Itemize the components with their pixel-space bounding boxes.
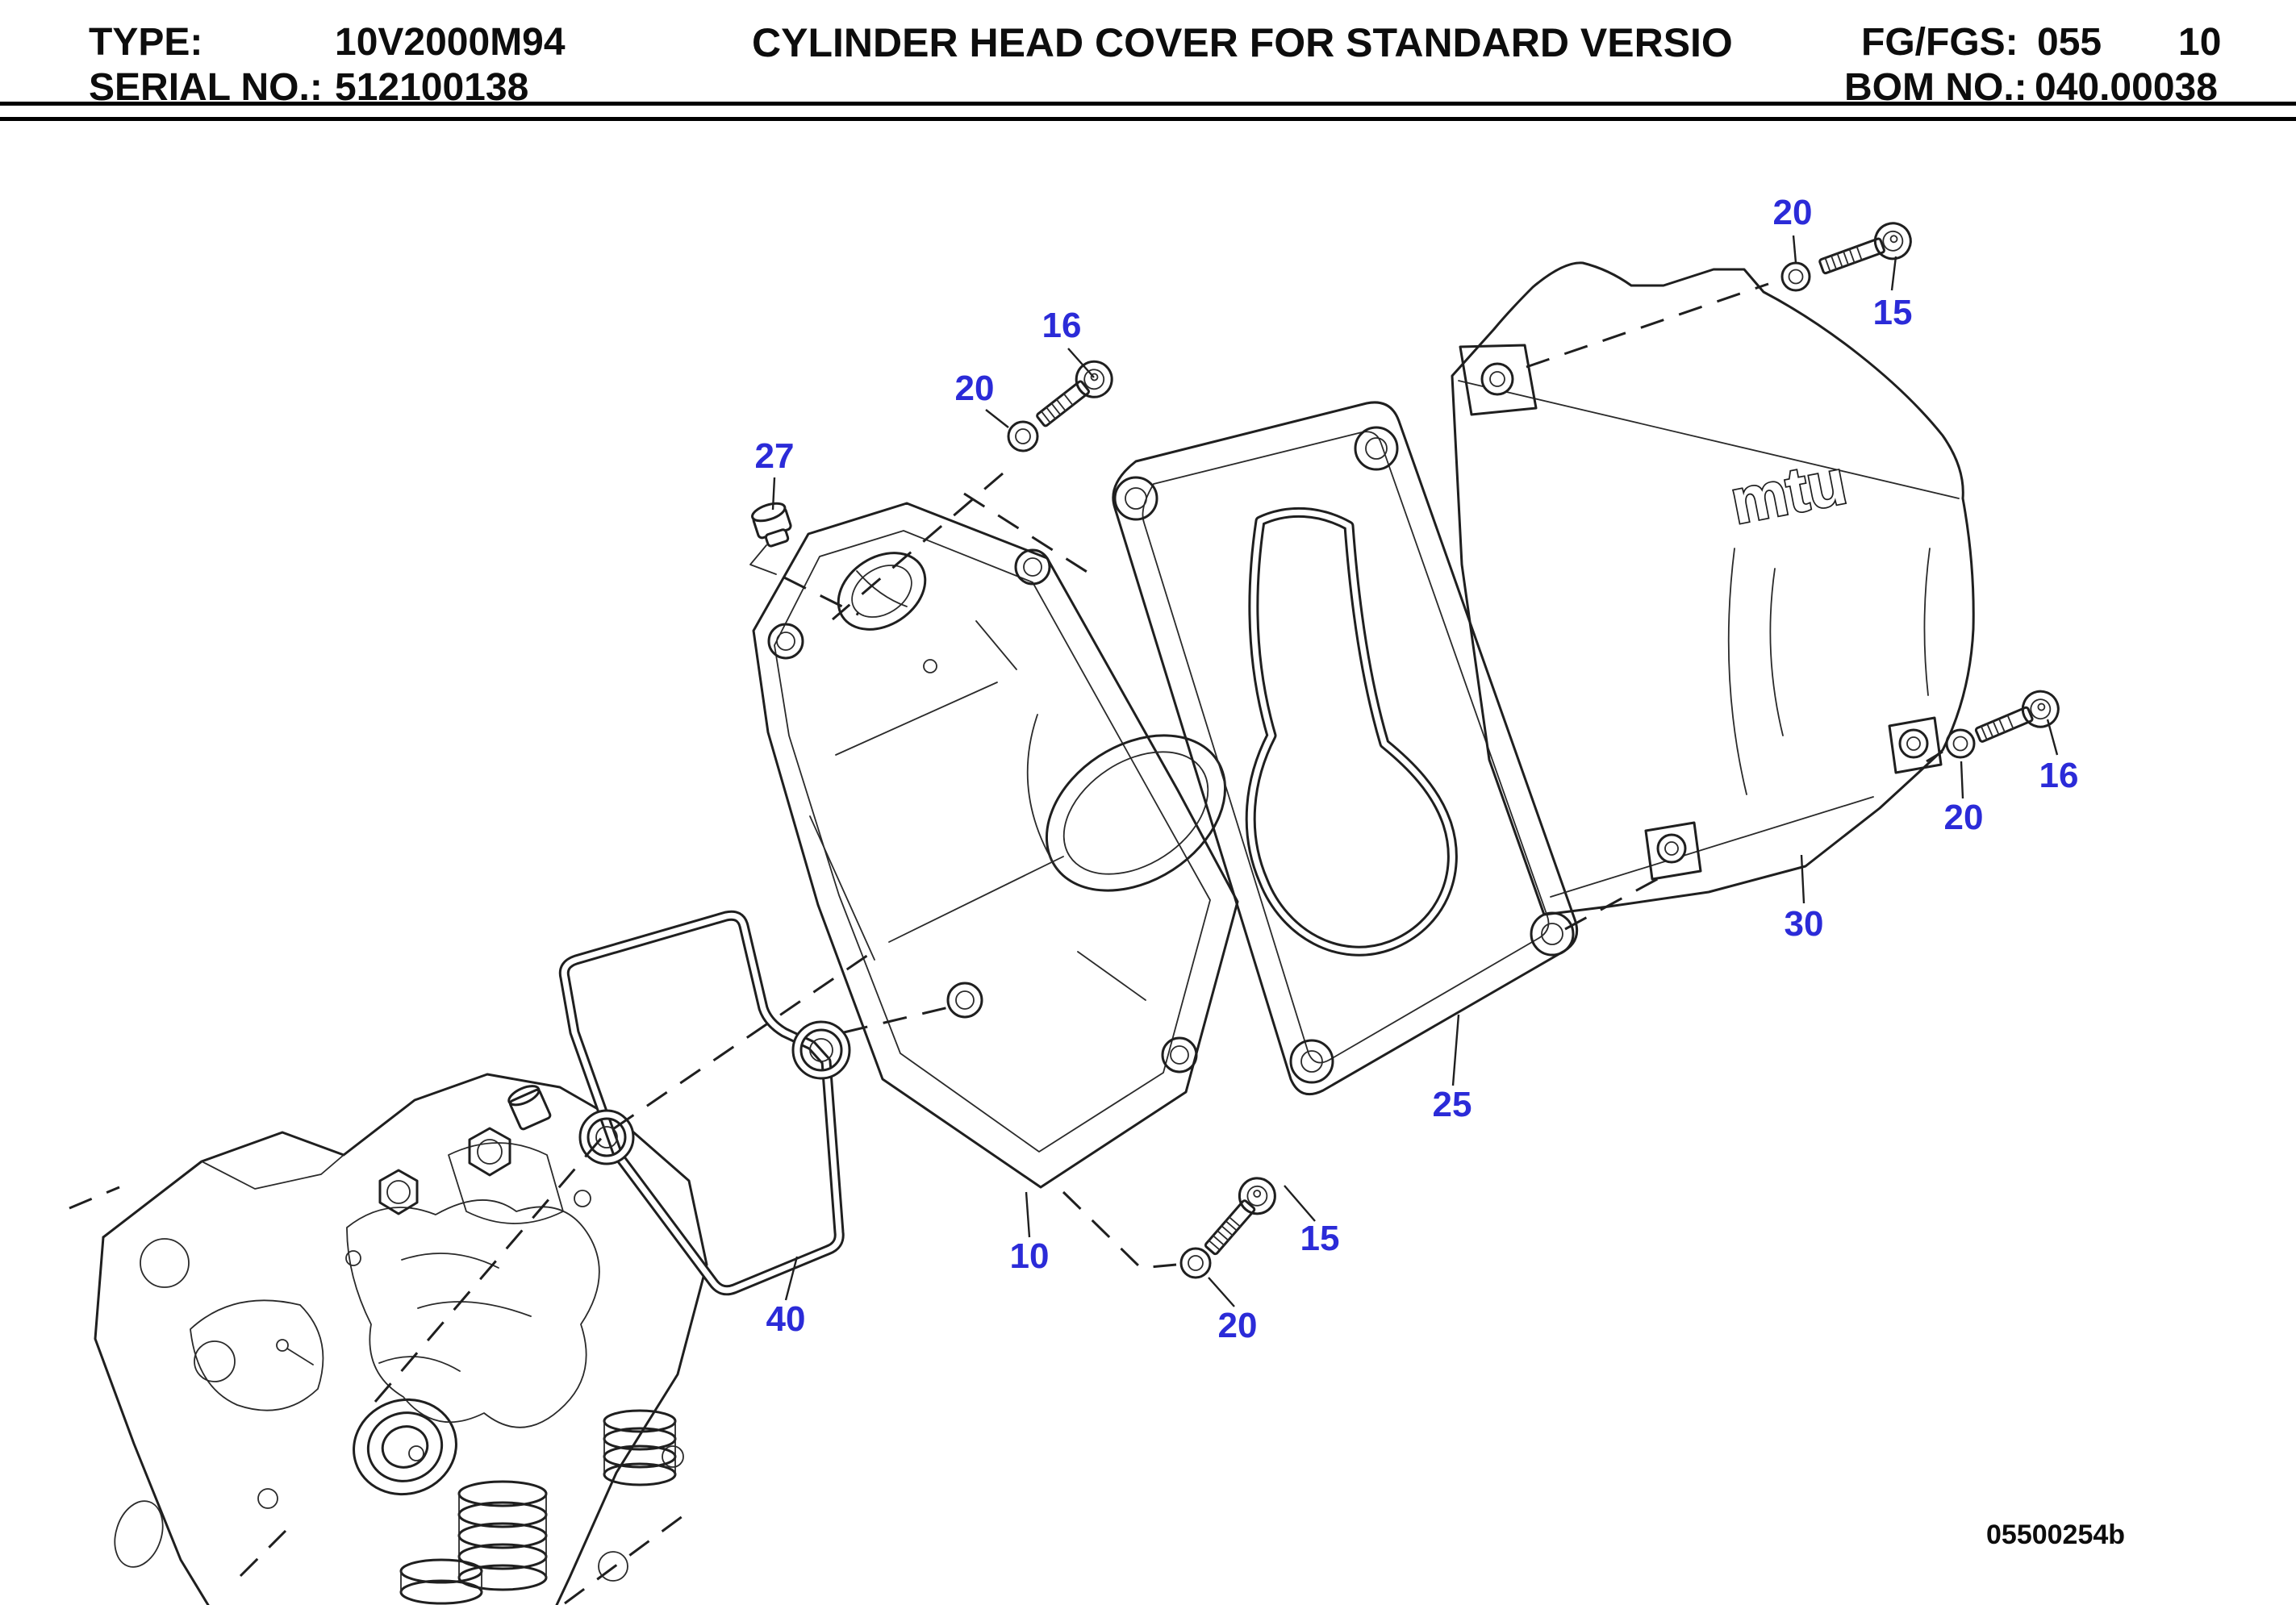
gasket-25-art [1112, 401, 1579, 1096]
fg-fgs-value2: 10 [2178, 21, 2222, 64]
callout-27: 27 [754, 436, 795, 476]
mtu-logo: mtu [1725, 446, 1851, 538]
type-label: TYPE: [89, 21, 203, 64]
outer-cover-30-art: mtu [1451, 261, 1975, 916]
cylinder-head-art [69, 1073, 708, 1605]
callout-20-top: 20 [954, 369, 995, 408]
callout-leader-lines [771, 235, 2059, 1307]
callout-25: 25 [1432, 1085, 1472, 1124]
callout-20-topright: 20 [1772, 193, 1813, 232]
callout-15-topright: 15 [1872, 293, 1913, 332]
head-cover-10-art [752, 502, 1239, 1189]
page-title: CYLINDER HEAD COVER FOR STANDARD VERSIO [752, 20, 1733, 65]
fg-fgs-value: 055 [2037, 21, 2102, 64]
assembly-axis-lines [374, 282, 1943, 1403]
callout-20-mid: 20 [1217, 1306, 1258, 1345]
hex-bolt-art [378, 1085, 552, 1215]
callout-30: 30 [1784, 904, 1824, 944]
callout-10: 10 [1009, 1236, 1050, 1276]
bolts-and-washers-art [1007, 222, 2060, 1279]
plug-27-art [751, 502, 792, 548]
drawing-number: 05500254b [1986, 1520, 2126, 1550]
header-divider [0, 102, 2296, 121]
callout-15-mid: 15 [1300, 1219, 1340, 1258]
callout-20-right: 20 [1943, 798, 1984, 837]
callout-16-top: 16 [1042, 306, 1082, 345]
callout-40: 40 [766, 1299, 806, 1339]
callout-16-right: 16 [2039, 756, 2079, 795]
type-value: 10V2000M94 [335, 21, 566, 64]
valve-springs-art [399, 1409, 677, 1605]
gasket-40-art [558, 910, 851, 1296]
fg-fgs-label: FG/FGS: [1861, 21, 2018, 64]
